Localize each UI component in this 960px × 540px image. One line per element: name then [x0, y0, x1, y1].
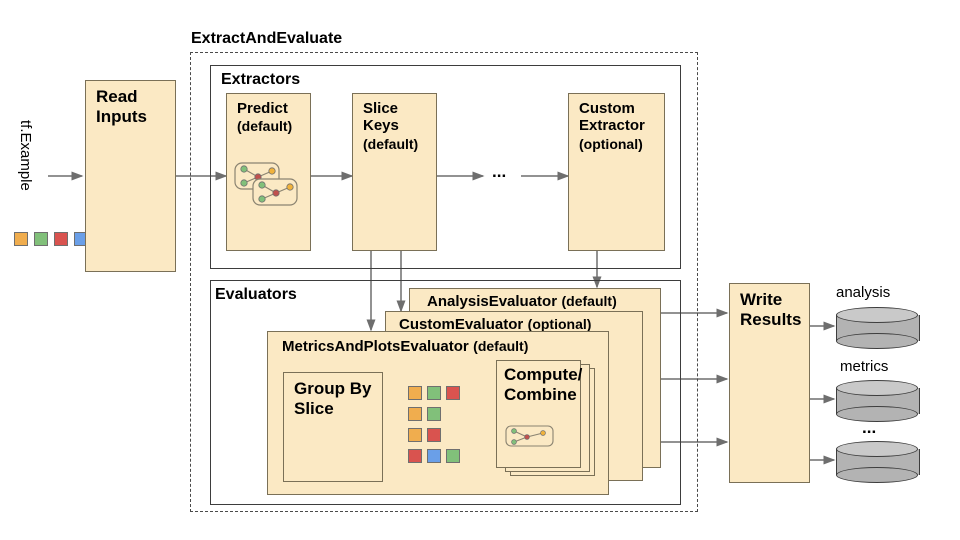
- evaluators-title: Evaluators: [215, 286, 297, 303]
- evaluator-custom-qualifier: (optional): [527, 316, 592, 332]
- extractors-title: Extractors: [221, 71, 301, 88]
- input-chip-row: [14, 232, 88, 248]
- cylinder-bottom: [836, 467, 918, 483]
- output-label-analysis: analysis: [836, 284, 891, 301]
- datastore-more[interactable]: [836, 441, 920, 483]
- plot-graph-icon: [505, 425, 554, 447]
- extractor-predict-box[interactable]: Predict (default): [226, 93, 311, 251]
- read-inputs-box[interactable]: Read Inputs: [85, 80, 176, 272]
- cylinder-bottom: [836, 333, 918, 349]
- group-by-slice-label: Group By Slice: [294, 379, 372, 419]
- chip-red: [446, 386, 460, 400]
- chip-green: [34, 232, 48, 246]
- datastore-analysis[interactable]: [836, 307, 920, 349]
- extractors-group: [210, 65, 681, 269]
- extract-and-evaluate-title: ExtractAndEvaluate: [191, 30, 343, 47]
- input-label: tf.Example: [17, 120, 34, 191]
- output-label-metrics: metrics: [840, 358, 889, 375]
- write-results-box[interactable]: Write Results: [729, 283, 810, 483]
- group-by-slice-box[interactable]: Group By Slice: [283, 372, 383, 482]
- model-graph-icon: [234, 162, 298, 206]
- chip-blue: [427, 449, 441, 463]
- chip-orange: [408, 407, 422, 421]
- extractor-predict-name: Predict: [237, 100, 288, 117]
- extractor-slice-keys-qualifier: (default): [363, 135, 419, 152]
- slice-chip-grid: [408, 386, 466, 472]
- cylinder-top: [836, 307, 918, 323]
- compute-combine-label-line1: Compute/ Combine: [504, 365, 583, 405]
- chip-orange: [408, 428, 422, 442]
- evaluator-analysis-name: AnalysisEvaluator: [427, 293, 558, 310]
- chip-orange: [14, 232, 28, 246]
- cylinder-top: [836, 441, 918, 457]
- cylinder-top: [836, 380, 918, 396]
- output-label-more: ...: [862, 418, 877, 437]
- evaluator-custom-name: CustomEvaluator: [399, 316, 524, 333]
- evaluator-analysis-qualifier: (default): [561, 293, 617, 309]
- chip-orange: [408, 386, 422, 400]
- chip-red: [427, 428, 441, 442]
- extractor-slice-keys-name: Slice Keys: [363, 100, 399, 135]
- extractor-custom-qualifier: (optional): [579, 135, 643, 152]
- chip-green: [427, 407, 441, 421]
- chip-red: [54, 232, 68, 246]
- evaluator-metrics-and-plots-name: MetricsAndPlotsEvaluator: [282, 338, 469, 355]
- extractors-ellipsis: ...: [492, 162, 507, 181]
- chip-green: [446, 449, 460, 463]
- evaluator-metrics-and-plots-qualifier: (default): [473, 338, 529, 354]
- extractor-predict-qualifier: (default): [237, 118, 293, 135]
- extractor-slice-keys-box[interactable]: Slice Keys (default): [352, 93, 437, 251]
- compute-combine-box[interactable]: Compute/ Combine: [496, 360, 583, 468]
- chip-red: [408, 449, 422, 463]
- cylinder-bottom: [836, 406, 918, 422]
- evaluators-group: [210, 280, 681, 505]
- datastore-metrics[interactable]: [836, 380, 920, 422]
- extractor-custom-box[interactable]: Custom Extractor (optional): [568, 93, 665, 251]
- extract-and-evaluate-group: [190, 52, 698, 512]
- write-results-label: Write Results: [740, 290, 802, 330]
- extractor-custom-name: Custom Extractor: [579, 100, 645, 135]
- read-inputs-label: Read Inputs: [96, 87, 147, 127]
- chip-green: [427, 386, 441, 400]
